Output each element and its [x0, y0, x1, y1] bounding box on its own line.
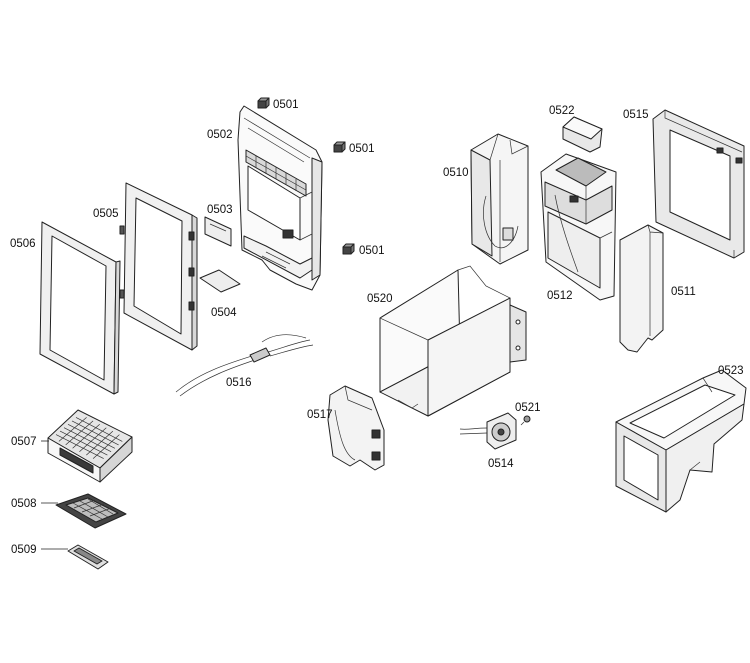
callout-0503: 0503 [207, 204, 233, 216]
part-0515-frame [652, 109, 745, 259]
callout-0508: 0508 [11, 498, 37, 510]
callout-0512: 0512 [547, 290, 573, 302]
callout-0506: 0506 [10, 238, 36, 250]
part-0502-housing [237, 105, 323, 291]
part-0505-frame [119, 182, 198, 351]
part-0507-grille-housing [47, 409, 133, 483]
part-0508-tray [55, 493, 127, 529]
part-0523-ice-bucket [615, 369, 747, 513]
callout-0510: 0510 [443, 167, 469, 179]
callout-0509: 0509 [11, 544, 37, 556]
part-0510-side-housing [470, 133, 529, 265]
part-0521-screw [520, 415, 531, 426]
part-0509-insert [67, 544, 109, 570]
part-0503-plate [204, 216, 232, 247]
part-0506-frame [39, 221, 121, 395]
callout-0515: 0515 [623, 109, 649, 121]
grille-lines [55, 417, 123, 459]
callout-0520: 0520 [367, 293, 393, 305]
callout-0505: 0505 [93, 208, 119, 220]
callout-0504: 0504 [211, 307, 237, 319]
callout-0516: 0516 [226, 377, 252, 389]
callout-0521: 0521 [515, 402, 541, 414]
callout-0501-middle: 0501 [349, 143, 375, 155]
part-0501-clip-bottom [342, 243, 355, 255]
part-0520-bracket-box [379, 265, 527, 417]
callout-0523: 0523 [718, 365, 744, 377]
callout-0507: 0507 [11, 436, 37, 448]
part-0504-pad [199, 269, 241, 293]
part-0512-ice-maker [540, 153, 617, 301]
part-0517-fan-duct [327, 385, 385, 471]
callout-0514: 0514 [488, 458, 514, 470]
part-0501-clip-top [257, 97, 270, 109]
callout-0522: 0522 [549, 105, 575, 117]
part-0522-cover [562, 116, 603, 153]
callout-0502: 0502 [207, 129, 233, 141]
callout-0511: 0511 [671, 286, 696, 298]
part-0516-wire-harness [175, 334, 314, 397]
part-0514-fan [459, 412, 517, 450]
callout-0517: 0517 [307, 409, 333, 421]
part-0511-panel [619, 224, 664, 353]
callout-0501-bottom: 0501 [359, 245, 385, 257]
part-0501-clip-middle [333, 141, 346, 153]
callout-0501-top: 0501 [273, 99, 299, 111]
